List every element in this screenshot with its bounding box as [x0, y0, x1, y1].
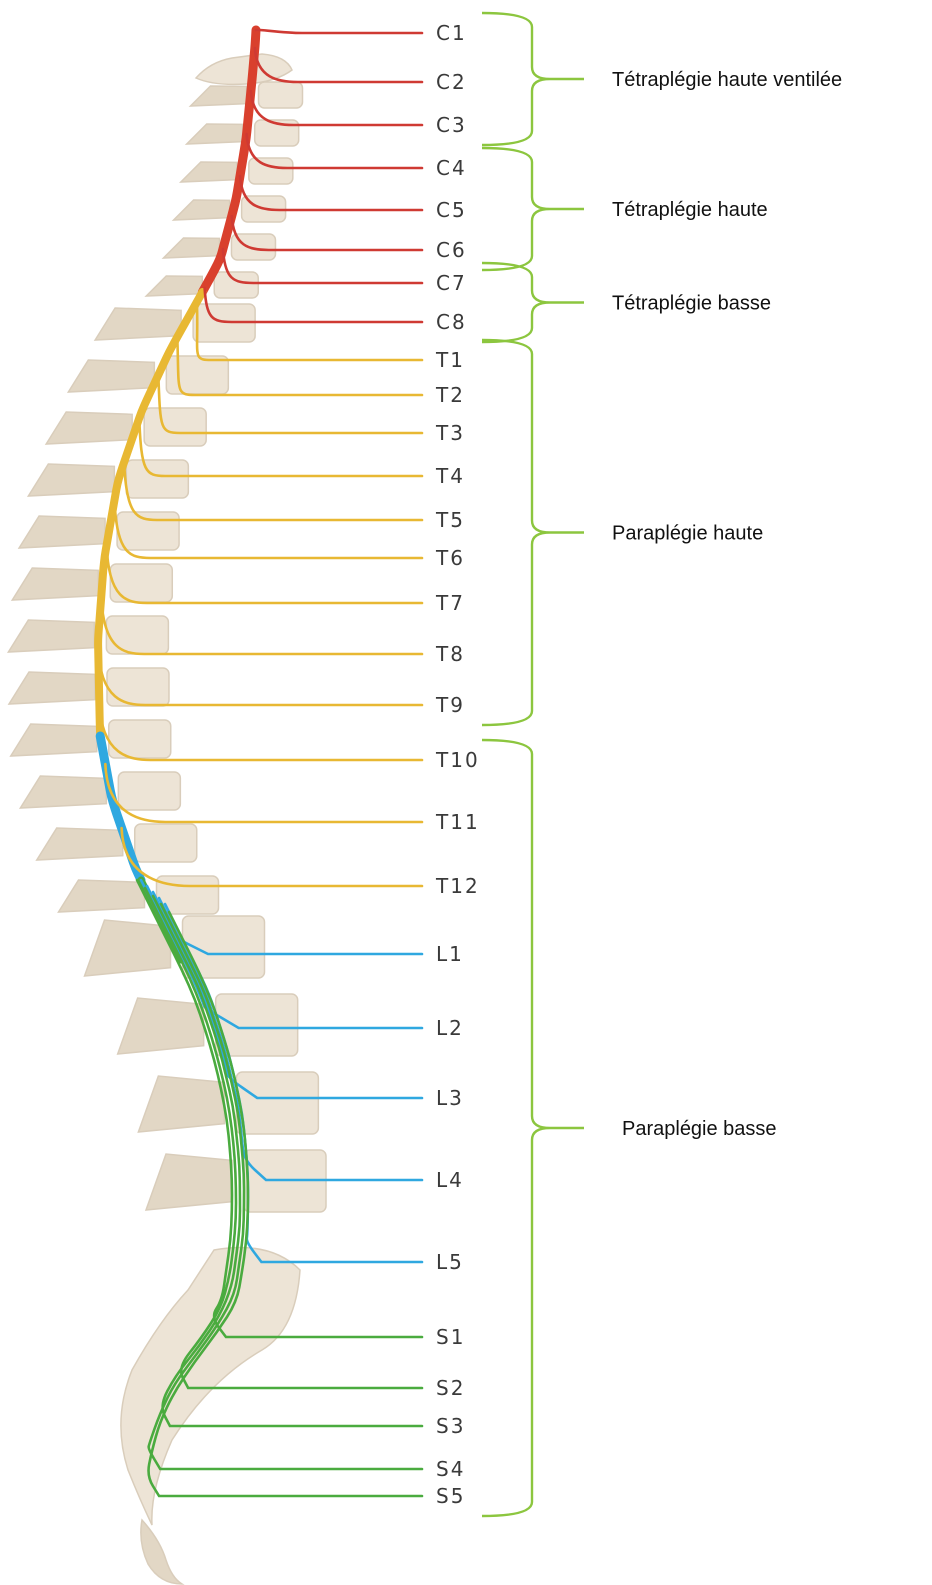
vertebra-body	[117, 512, 179, 550]
nerve-label-t11: T11	[435, 810, 480, 834]
vertebra-process	[59, 880, 145, 912]
nerve-label-s5: S5	[436, 1484, 465, 1508]
nerve-label-l2: L2	[436, 1016, 464, 1040]
vertebra-process	[95, 308, 181, 340]
nerve-label-t10: T10	[435, 748, 480, 772]
vertebra-process	[85, 920, 171, 976]
region-bracket	[482, 740, 584, 1516]
vertebra-body	[118, 772, 180, 810]
nerve-labels: C1C2C3C4C5C6C7C8T1T2T3T4T5T6T7T8T9T10T11…	[435, 21, 480, 1508]
nerve-label-t2: T2	[435, 383, 465, 407]
nerve-label-c5: C5	[436, 198, 467, 222]
nerve-label-c8: C8	[436, 310, 467, 334]
nerve-label-t7: T7	[435, 591, 465, 615]
nerve-label-c2: C2	[436, 70, 467, 94]
nerve-label-l3: L3	[436, 1086, 464, 1110]
vertebra-process	[8, 620, 94, 652]
region-label: Tétraplégie haute	[612, 199, 768, 221]
vertebra-process	[181, 162, 237, 182]
vertebra-process	[163, 238, 219, 258]
vertebra-process	[9, 672, 95, 704]
nerve-label-c1: C1	[436, 21, 467, 45]
sacrum	[121, 1248, 300, 1526]
vertebra-process	[20, 776, 106, 808]
region-label: Tétraplégie haute ventilée	[612, 69, 842, 91]
vertebra-process	[68, 360, 154, 392]
nerve-label-c6: C6	[436, 238, 467, 262]
vertebra-body	[259, 82, 303, 108]
vertebra-process	[46, 412, 132, 444]
vertebra-process	[11, 724, 97, 756]
nerve-label-t9: T9	[435, 693, 465, 717]
region-label: Tétraplégie basse	[612, 293, 771, 315]
vertebra-body	[166, 356, 228, 394]
vertebra-body	[144, 408, 206, 446]
nerve-label-c7: C7	[436, 271, 467, 295]
vertebra-process	[19, 516, 105, 548]
vertebra-body	[214, 272, 258, 298]
nerve-label-l5: L5	[436, 1250, 464, 1274]
vertebra-process	[187, 124, 243, 144]
nerve-label-s3: S3	[436, 1414, 465, 1438]
nerve-label-t5: T5	[435, 508, 465, 532]
nerve-label-s2: S2	[436, 1376, 465, 1400]
nerve-label-t6: T6	[435, 546, 465, 570]
vertebra-process	[146, 276, 202, 296]
region-bracket	[482, 148, 584, 270]
vertebra-process	[28, 464, 114, 496]
vertebra-body	[216, 994, 298, 1056]
nerve-label-l1: L1	[436, 942, 464, 966]
nerve-label-t8: T8	[435, 642, 465, 666]
nerve-label-t12: T12	[435, 874, 480, 898]
vertebra-body	[106, 616, 168, 654]
region-bracket	[482, 263, 584, 342]
vertebra-body	[110, 564, 172, 602]
coccyx	[141, 1520, 182, 1584]
nerve-label-c3: C3	[436, 113, 467, 137]
vertebra-body	[249, 158, 293, 184]
region-label: Paraplégie basse	[622, 1118, 777, 1140]
nerve-label-t3: T3	[435, 421, 465, 445]
vertebra-body	[135, 824, 197, 862]
region-label: Paraplégie haute	[612, 523, 763, 545]
nerve-root-c1	[256, 30, 422, 33]
vertebra-process	[191, 86, 247, 106]
vertebra-process	[12, 568, 98, 600]
vertebra-body	[107, 668, 169, 706]
vertebra-process	[138, 1076, 224, 1132]
nerve-label-t4: T4	[435, 464, 465, 488]
vertebra-body	[236, 1072, 318, 1134]
vertebra-process	[174, 200, 230, 220]
region-bracket	[482, 340, 584, 725]
vertebra-process	[37, 828, 123, 860]
nerve-label-s1: S1	[436, 1325, 465, 1349]
region-bracket	[482, 13, 584, 145]
nerve-label-s4: S4	[436, 1457, 465, 1481]
nerve-label-l4: L4	[436, 1168, 464, 1192]
nerve-label-t1: T1	[435, 348, 465, 372]
vertebra-body	[126, 460, 188, 498]
nerve-label-c4: C4	[436, 156, 467, 180]
vertebra-process	[118, 998, 204, 1054]
vertebra-process	[146, 1154, 232, 1210]
